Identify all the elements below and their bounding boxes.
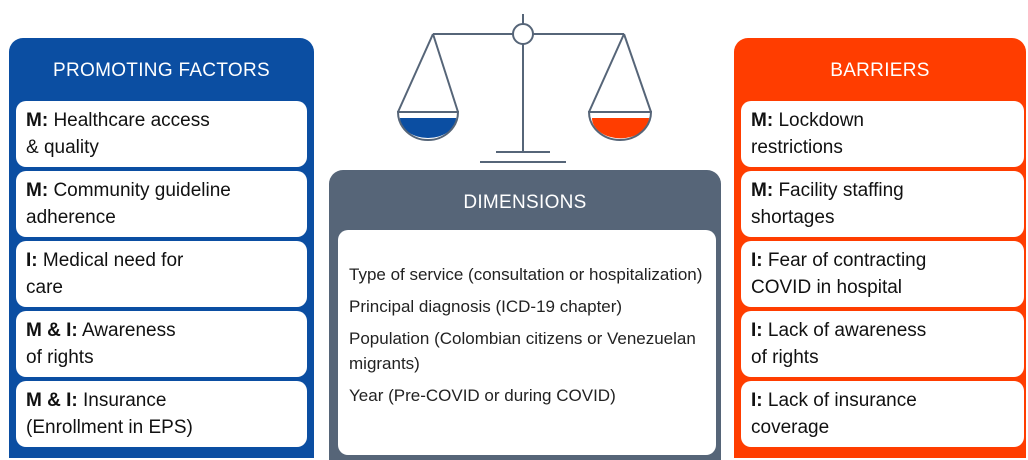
dimensions-title: DIMENSIONS	[463, 192, 587, 213]
factor-type-label: M:	[26, 110, 49, 131]
factor-type-label: M & I:	[26, 390, 78, 411]
factor-type-label: M:	[751, 180, 774, 201]
factor-type-label: I:	[751, 390, 763, 411]
promoting-factor-card: M & I: Insurance (Enrollment in EPS)	[16, 381, 307, 447]
barrier-card: M: Lockdown restrictions	[741, 101, 1024, 167]
factor-text: Healthcare access & quality	[26, 110, 210, 158]
barrier-text: Facility staffing shortages	[751, 180, 904, 228]
dimension-item: Population (Colombian citizens or Venezu…	[349, 329, 696, 373]
promoting-factor-card: M & I: Awareness of rights	[16, 311, 307, 377]
factor-type-label: I:	[751, 320, 763, 341]
promoting-factor-card: I: Medical need for care	[16, 241, 307, 307]
barriers-title: BARRIERS	[830, 60, 930, 81]
promoting-factors-title: PROMOTING FACTORS	[53, 60, 270, 81]
factor-text: Awareness of rights	[26, 320, 176, 368]
factor-text: Community guideline adherence	[26, 180, 231, 228]
barrier-text: Fear of contracting COVID in hospital	[751, 250, 927, 298]
barriers-panel: BARRIERS M: Lockdown restrictions M: Fac…	[734, 38, 1026, 458]
promoting-factors-panel: PROMOTING FACTORS M: Healthcare access &…	[9, 38, 314, 458]
factor-type-label: I:	[26, 250, 38, 271]
left-pan	[396, 111, 460, 141]
dimensions-panel: DIMENSIONS Type of service (consultation…	[329, 170, 721, 460]
barrier-text: Lockdown restrictions	[751, 110, 864, 158]
right-pan	[587, 111, 653, 141]
barrier-card: I: Lack of insurance coverage	[741, 381, 1024, 447]
balance-scale-icon	[396, 14, 653, 163]
factor-text: Insurance (Enrollment in EPS)	[26, 390, 193, 438]
dimensions-card: Type of service (consultation or hospita…	[338, 230, 716, 455]
factor-type-label: M:	[751, 110, 774, 131]
barrier-text: Lack of insurance coverage	[751, 390, 917, 438]
factor-type-label: M & I:	[26, 320, 78, 341]
promoting-factor-card: M: Community guideline adherence	[16, 171, 307, 237]
promoting-factor-card: M: Healthcare access & quality	[16, 101, 307, 167]
factor-type-label: I:	[751, 250, 763, 271]
barrier-card: M: Facility staffing shortages	[741, 171, 1024, 237]
barrier-card: I: Fear of contracting COVID in hospital	[741, 241, 1024, 307]
factor-type-label: M:	[26, 180, 49, 201]
barrier-text: Lack of awareness of rights	[751, 320, 927, 368]
dimension-item: Type of service (consultation or hospita…	[349, 265, 703, 284]
barrier-card: I: Lack of awareness of rights	[741, 311, 1024, 377]
dimension-item: Year (Pre-COVID or during COVID)	[349, 386, 616, 405]
dimension-item: Principal diagnosis (ICD-19 chapter)	[349, 297, 623, 316]
factor-text: Medical need for care	[26, 250, 184, 298]
